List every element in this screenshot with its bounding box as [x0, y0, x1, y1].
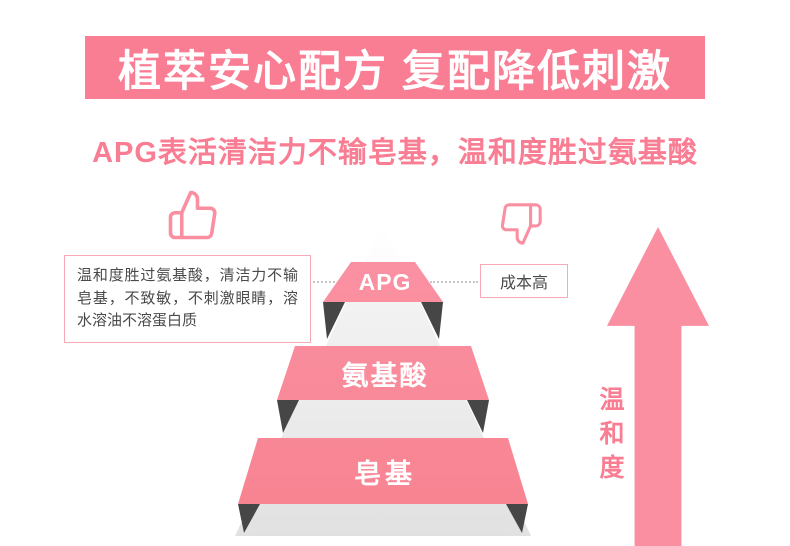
pyramid-band-soap-base: [238, 438, 528, 504]
pyramid-tier-gap-2: [281, 400, 484, 438]
connector-right: [430, 281, 478, 283]
cons-note: 成本高: [480, 264, 568, 298]
pyramid-level-label-apg: APG: [358, 268, 412, 295]
pyramid-diagram: APG 氨基酸 皂基: [225, 226, 545, 538]
connector-left: [313, 281, 343, 283]
pyramid-band-amino-acid: [277, 346, 489, 400]
mildness-axis-label: 温和度: [596, 386, 624, 488]
pyramid-level-label-amino: 氨基酸: [341, 360, 429, 391]
pyramid-tier-gap-1: [326, 302, 440, 346]
banner-title: 植萃安心配方 复配降低刺激: [118, 47, 672, 96]
banner: 植萃安心配方 复配降低刺激: [85, 36, 705, 99]
thumbs-down-icon: [498, 201, 544, 247]
pros-note: 温和度胜过氨基酸，清洁力不输皂基，不致敏，不刺激眼睛，溶水溶油不溶蛋白质: [64, 255, 311, 343]
pyramid-tier-gap-3: [235, 504, 531, 536]
subtitle: APG表活清洁力不输皂基，温和度胜过氨基酸: [92, 137, 698, 169]
pyramid-level-label-soap: 皂基: [354, 458, 416, 489]
thumbs-up-icon: [166, 188, 220, 242]
